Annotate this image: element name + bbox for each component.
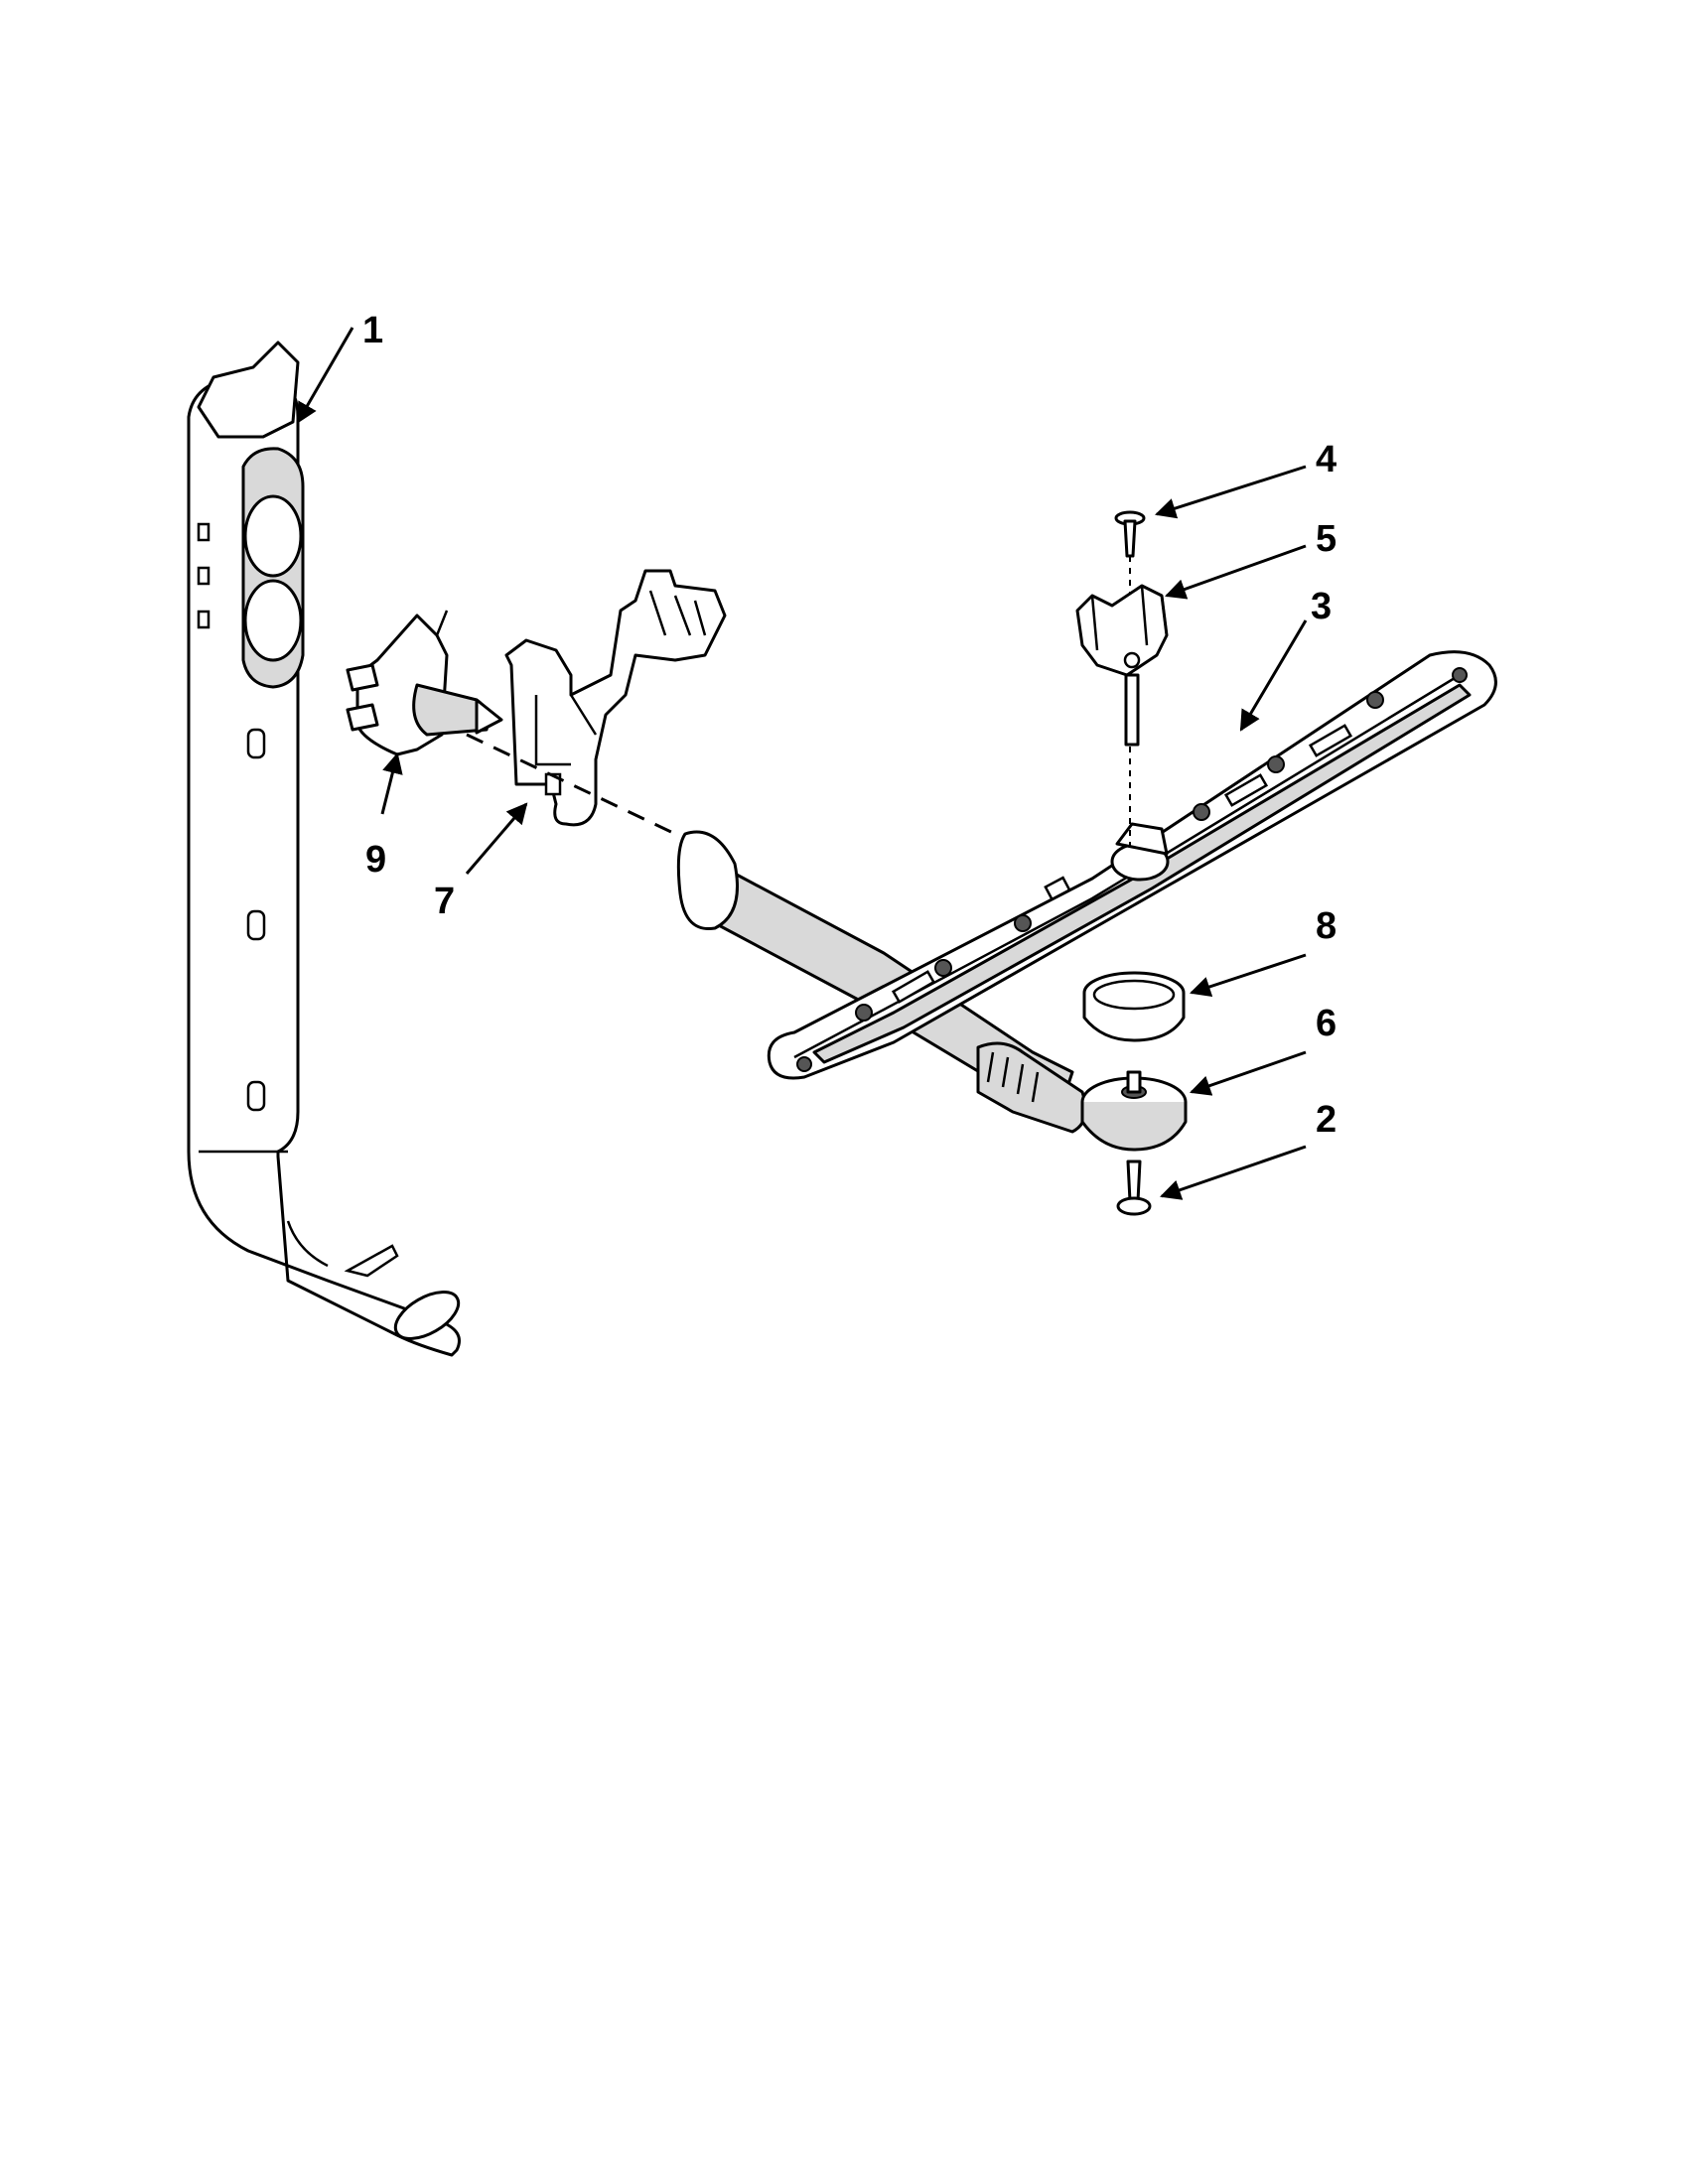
spray-arm-part-3 <box>767 650 1497 1080</box>
callout-6: 6 <box>1316 1003 1336 1044</box>
callout-4: 4 <box>1316 439 1336 480</box>
callout-8: 8 <box>1316 905 1336 947</box>
inlet-tube <box>676 830 1087 1134</box>
callout-2: 2 <box>1316 1099 1336 1141</box>
leader-5 <box>1165 544 1307 600</box>
leader-8 <box>1190 953 1307 998</box>
screw-part-2 <box>1116 1160 1152 1216</box>
bracket-part-7 <box>504 569 727 827</box>
callout-9: 9 <box>365 839 386 881</box>
screw-part-4 <box>1114 510 1146 558</box>
callout-5: 5 <box>1316 518 1336 560</box>
callout-3: 3 <box>1311 586 1332 627</box>
ring-part-8 <box>1082 971 1186 1042</box>
clip-part-5 <box>1075 584 1169 747</box>
leader-4 <box>1154 465 1307 519</box>
leader-2 <box>1160 1145 1307 1200</box>
leader-lines <box>296 327 1308 1200</box>
callout-7: 7 <box>434 881 455 922</box>
hub-part-6 <box>1080 1070 1188 1152</box>
leader-3 <box>1239 619 1308 732</box>
leader-1 <box>296 327 354 424</box>
callout-1: 1 <box>362 310 383 351</box>
leader-6 <box>1190 1050 1307 1096</box>
assembly-line <box>466 733 676 836</box>
leader-9 <box>380 751 403 815</box>
leader-7 <box>465 802 528 875</box>
supply-tube-part-1 <box>187 341 461 1357</box>
bearing-part-9 <box>346 610 503 756</box>
